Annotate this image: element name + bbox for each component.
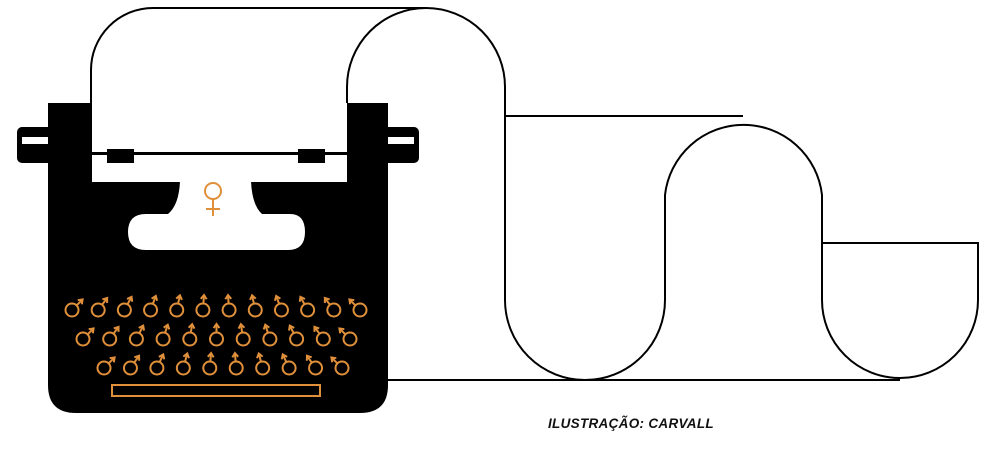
male-symbol-icon: [149, 352, 166, 376]
male-symbol-icon: [96, 356, 116, 376]
male-symbol-icon: [338, 327, 358, 347]
male-symbol-icon: [64, 298, 84, 318]
male-symbol-icon: [221, 293, 237, 318]
male-symbol-icon: [323, 296, 342, 318]
male-symbol-icon: [175, 351, 191, 376]
male-symbol-icon: [330, 356, 350, 376]
male-symbol-icon: [195, 293, 211, 318]
male-symbol-icon: [228, 351, 244, 376]
male-symbol-icon: [255, 351, 271, 376]
male-symbol-icon: [155, 323, 171, 347]
male-symbol-icon: [102, 325, 120, 347]
male-symbol-icon: [298, 295, 316, 318]
male-symbol-icon: [128, 324, 145, 347]
male-symbol-icon: [273, 294, 289, 318]
male-symbol-icon: [235, 322, 251, 347]
male-symbol-icon: [122, 354, 141, 376]
male-symbol-icon: [90, 296, 109, 318]
male-symbol-icon: [182, 322, 198, 347]
paper-roll: [90, 7, 979, 381]
male-symbol-icon: [75, 327, 95, 347]
paper-guide: [128, 181, 305, 250]
right-knob: [379, 127, 419, 163]
male-symbol-icon: [116, 295, 134, 318]
typewriter-body: [17, 103, 419, 413]
male-symbol-icon: [262, 323, 278, 347]
male-symbol-icon: [348, 298, 368, 318]
male-symbol-icon: [313, 325, 331, 347]
male-symbol-icon: [288, 324, 305, 347]
space-bar: [111, 384, 321, 397]
male-symbol-icon: [280, 352, 297, 376]
keyboard: [64, 293, 368, 376]
male-symbol-icon: [202, 351, 218, 376]
male-symbol-icon: [305, 354, 324, 376]
illustration-credit: ILUSTRAÇÃO: CARVALL: [548, 416, 714, 431]
paper-bail: [91, 152, 347, 155]
male-symbol-icon: [143, 294, 159, 318]
female-symbol-icon: [204, 182, 222, 216]
male-symbol-icon: [247, 293, 263, 318]
male-symbol-icon: [169, 293, 185, 318]
male-symbol-icon: [209, 322, 224, 347]
left-knob: [17, 127, 57, 163]
